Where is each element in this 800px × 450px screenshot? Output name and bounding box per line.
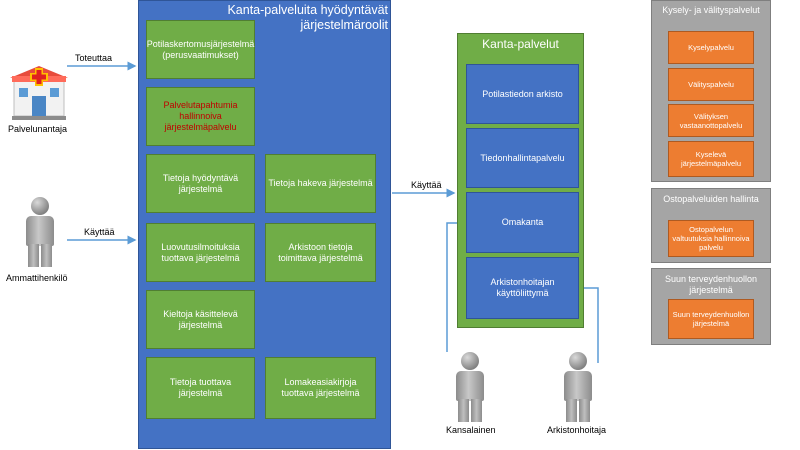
actor-label-archivist: Arkistonhoitaja [547,425,607,435]
edge-label-uses-left: Käyttää [84,227,115,237]
box-ostopalvelun-valtuutus: Ostopalvelun valtuutuksia hallinnoiva pa… [668,220,754,257]
citizen-person-icon [455,352,485,422]
panel-purchased-services-title: Ostopalveluiden hallinta [663,194,759,204]
edge-label-implements: Toteuttaa [75,53,113,63]
box-potilastiedon-arkisto: Potilastiedon arkisto [466,64,579,124]
box-tiedonhallintapalvelu: Tiedonhallintapalvelu [466,128,579,188]
box-valityspalvelu: Välityspalvelu [668,68,754,101]
box-kielto: Kieltoja käsittelevä järjestelmä [146,290,255,349]
archivist-person-icon [563,352,593,422]
professional-person-icon [25,197,55,267]
healthcare-provider-icon [10,62,68,122]
box-arkistonhoitajan-kayttoliittyma: Arkistonhoitajan käyttöliittymä [466,257,579,319]
box-tietoja-tuottava: Tietoja tuottava järjestelmä [146,357,255,419]
box-tietoja-hakeva: Tietoja hakeva järjestelmä [265,154,376,213]
line-archivist-to-ui [578,287,599,363]
box-lomakeasiakirja: Lomakeasiakirjoja tuottava järjestelmä [265,357,376,419]
box-kyselypalvelu: Kyselypalvelu [668,31,754,64]
box-kyseleva-jarjestelmapalvelu: Kyselevä järjestelmäpalvelu [668,141,754,177]
box-valityksen-vastaanottopalvelu: Välityksen vastaanottopalvelu [668,104,754,137]
box-potilaskertomus: Potilaskertomusjärjestelmä (perusvaatimu… [146,20,255,79]
box-omakanta: Omakanta [466,192,579,253]
main-container-title: Kanta-palveluita hyödyntävät järjestelmä… [227,3,388,32]
box-luovutusilmoitus: Luovutusilmoituksia tuottava järjestelmä [146,223,255,282]
box-palvelutapahtuma: Palvelutapahtumia hallinnoiva järjestelm… [146,87,255,146]
actor-label-provider: Palvelunantaja [8,124,68,134]
panel-query-relay-title: Kysely- ja välityspalvelut [662,5,760,15]
box-arkistoon: Arkistoon tietoja toimittava järjestelmä [265,223,376,282]
box-suun-terveydenhuollon-jarjestelma: Suun terveydenhuollon järjestelmä [668,299,754,339]
actor-label-professional: Ammattihenkilö [6,273,68,283]
kanta-container-title: Kanta-palvelut [482,37,559,51]
box-tietoja-hyodyntava: Tietoja hyödyntävä järjestelmä [146,154,255,213]
panel-oral-health-title: Suun terveydenhuollon järjestelmä [664,274,758,295]
actor-label-citizen: Kansalainen [446,425,496,435]
edge-label-uses-kanta: Käyttää [411,180,442,190]
